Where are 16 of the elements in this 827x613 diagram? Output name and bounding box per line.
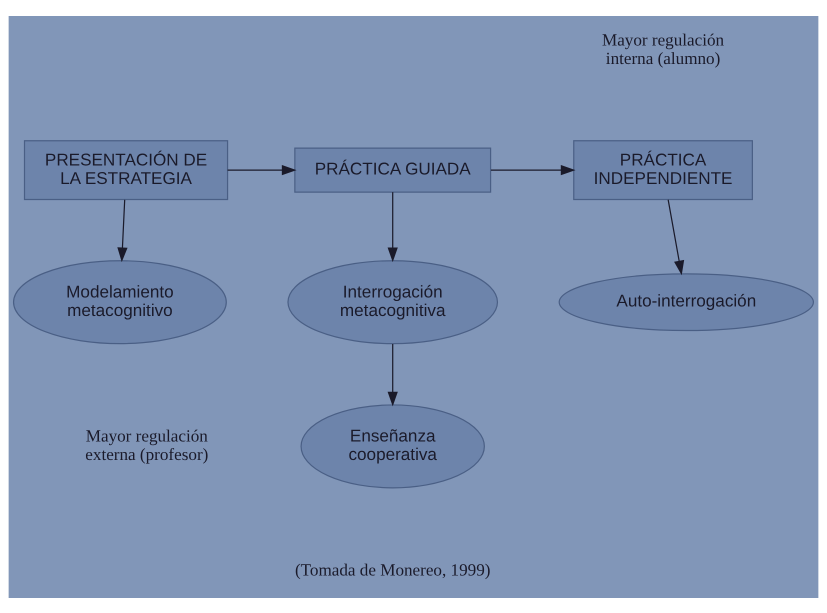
arrow <box>388 192 398 262</box>
node-ellipse: Interrogación metacognitiva <box>287 260 498 344</box>
node-ellipse: Auto-interrogación <box>558 272 814 331</box>
arrow <box>228 164 297 175</box>
node-box: PRÁCTICA INDEPENDIENTE <box>573 140 753 200</box>
arrow <box>490 164 576 175</box>
label: (Tomada de Monereo, 1999) <box>294 560 490 580</box>
node-ellipse: Modelamiento metacognitivo <box>12 260 227 344</box>
arrow <box>388 344 398 406</box>
label: Mayor regulación externa (profesor) <box>85 426 208 464</box>
label: Mayor regulación interna (alumno) <box>602 30 724 68</box>
node-box: PRÁCTICA GUIADA <box>294 147 492 192</box>
node-box: PRESENTACIÓN DE LA ESTRATEGIA <box>24 140 228 200</box>
node-ellipse: Enseñanza cooperativa <box>300 404 485 488</box>
arrow <box>117 199 128 262</box>
arrow <box>668 199 684 275</box>
